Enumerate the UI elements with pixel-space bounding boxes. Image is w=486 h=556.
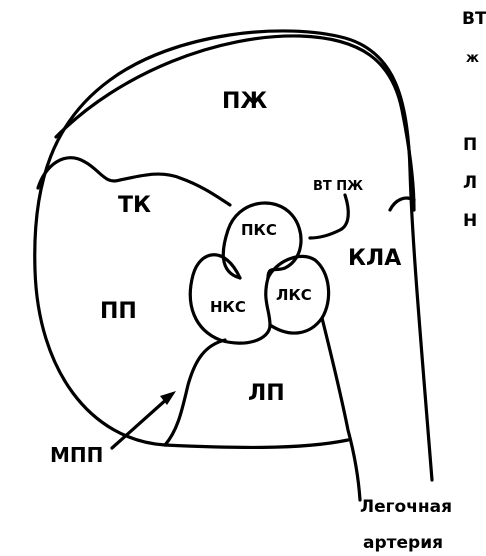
outer-heart-outline xyxy=(33,29,434,482)
label-mpp: МПП xyxy=(50,443,103,467)
clipped-legend-line3: П xyxy=(463,135,477,155)
label-pp: ПП xyxy=(100,299,137,324)
clipped-legend-line4: Л xyxy=(463,173,477,193)
left-atrium-floor xyxy=(163,438,350,450)
label-pulmonary-artery-line1: Легочная xyxy=(360,497,452,517)
label-lks: ЛКС xyxy=(276,286,312,304)
clipped-legend-line2: ж xyxy=(466,51,479,66)
clipped-legend-line5: Н xyxy=(463,211,477,231)
interatrial-septum xyxy=(163,338,227,447)
label-lp: ЛП xyxy=(248,381,285,406)
right-coronary-cusp xyxy=(221,201,303,280)
label-pks: ПКС xyxy=(241,221,277,239)
label-vt-pzh: ВТ ПЖ xyxy=(313,179,363,194)
pulmonary-valve-line xyxy=(388,196,416,212)
non-coronary-cusp xyxy=(188,253,272,345)
label-pzh: ПЖ xyxy=(222,89,267,114)
mpp-arrow-shaft xyxy=(110,396,170,450)
label-nks: НКС xyxy=(210,298,246,316)
left-coronary-cusp xyxy=(266,254,331,335)
label-tk: ТК xyxy=(118,193,151,218)
clipped-legend-line1: ВТ xyxy=(462,9,486,29)
rvot-line xyxy=(308,193,350,240)
inner-rv-wall xyxy=(54,34,416,212)
label-pulmonary-artery-line2: артерия xyxy=(363,533,443,553)
left-atrium-wall xyxy=(320,316,362,502)
label-kla: КЛА xyxy=(348,246,401,271)
tricuspid-valve-line xyxy=(36,156,232,207)
mpp-arrowhead xyxy=(160,391,176,405)
